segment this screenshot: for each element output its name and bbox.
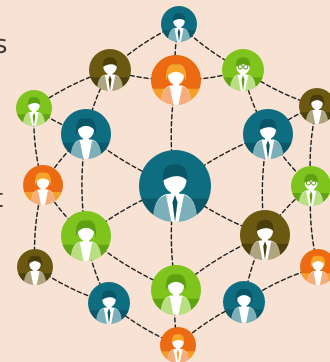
person-avatar-far-left-middle — [23, 165, 63, 205]
hair-icon — [309, 94, 325, 107]
person-avatar-upper-left — [89, 49, 131, 91]
hair-icon — [102, 57, 118, 67]
tie-icon — [309, 191, 313, 206]
hair-icon — [75, 118, 97, 136]
hair-icon — [235, 288, 253, 304]
hair-icon — [165, 64, 187, 82]
hair-icon — [165, 274, 187, 292]
hair-icon — [101, 290, 117, 300]
hair-icon — [34, 172, 52, 186]
tie-icon — [172, 195, 178, 222]
person-avatar-center — [139, 150, 211, 222]
person-avatar-far-left-upper — [16, 90, 52, 126]
tie-icon — [32, 112, 36, 126]
person-avatar-lower-right — [223, 281, 265, 323]
person-avatar-upper-right — [222, 49, 264, 91]
hair-icon — [256, 219, 274, 232]
hair-icon — [75, 220, 97, 238]
hair-icon — [172, 13, 186, 22]
person-avatar-inner-right-lower — [240, 210, 290, 260]
person-avatar-far-right-middle — [291, 166, 330, 206]
person-avatar-lower-center — [151, 265, 201, 315]
tie-icon — [177, 28, 181, 42]
person-avatar-inner-left-upper — [61, 109, 111, 159]
person-avatar-upper-center — [151, 55, 201, 105]
person-avatar-far-left-lower — [17, 249, 53, 285]
people-nodes — [16, 6, 330, 362]
person-avatar-bottom — [160, 327, 196, 362]
glasses-icon — [305, 180, 311, 186]
tie-icon — [108, 75, 112, 91]
tie-icon — [107, 308, 111, 324]
person-avatar-inner-right-upper — [243, 109, 293, 159]
hair-icon — [310, 255, 326, 268]
cropped-edge-letter-middle: t — [0, 186, 3, 212]
tie-icon — [266, 140, 270, 159]
tie-icon — [176, 349, 180, 362]
person-avatar-lower-left — [88, 282, 130, 324]
hair-icon — [259, 118, 277, 131]
person-avatar-inner-left-lower — [61, 211, 111, 261]
glasses-icon — [237, 64, 243, 70]
hair-icon — [27, 97, 41, 106]
hair-icon — [171, 334, 185, 343]
tie-icon — [241, 75, 245, 91]
hair-icon — [162, 164, 188, 181]
cropped-edge-letter-top: s — [0, 30, 8, 60]
person-avatar-far-right-lower — [300, 249, 330, 285]
person-avatar-far-right-upper — [299, 88, 330, 124]
person-avatar-top — [161, 6, 197, 42]
hair-icon — [27, 255, 43, 268]
tie-icon — [263, 241, 267, 260]
